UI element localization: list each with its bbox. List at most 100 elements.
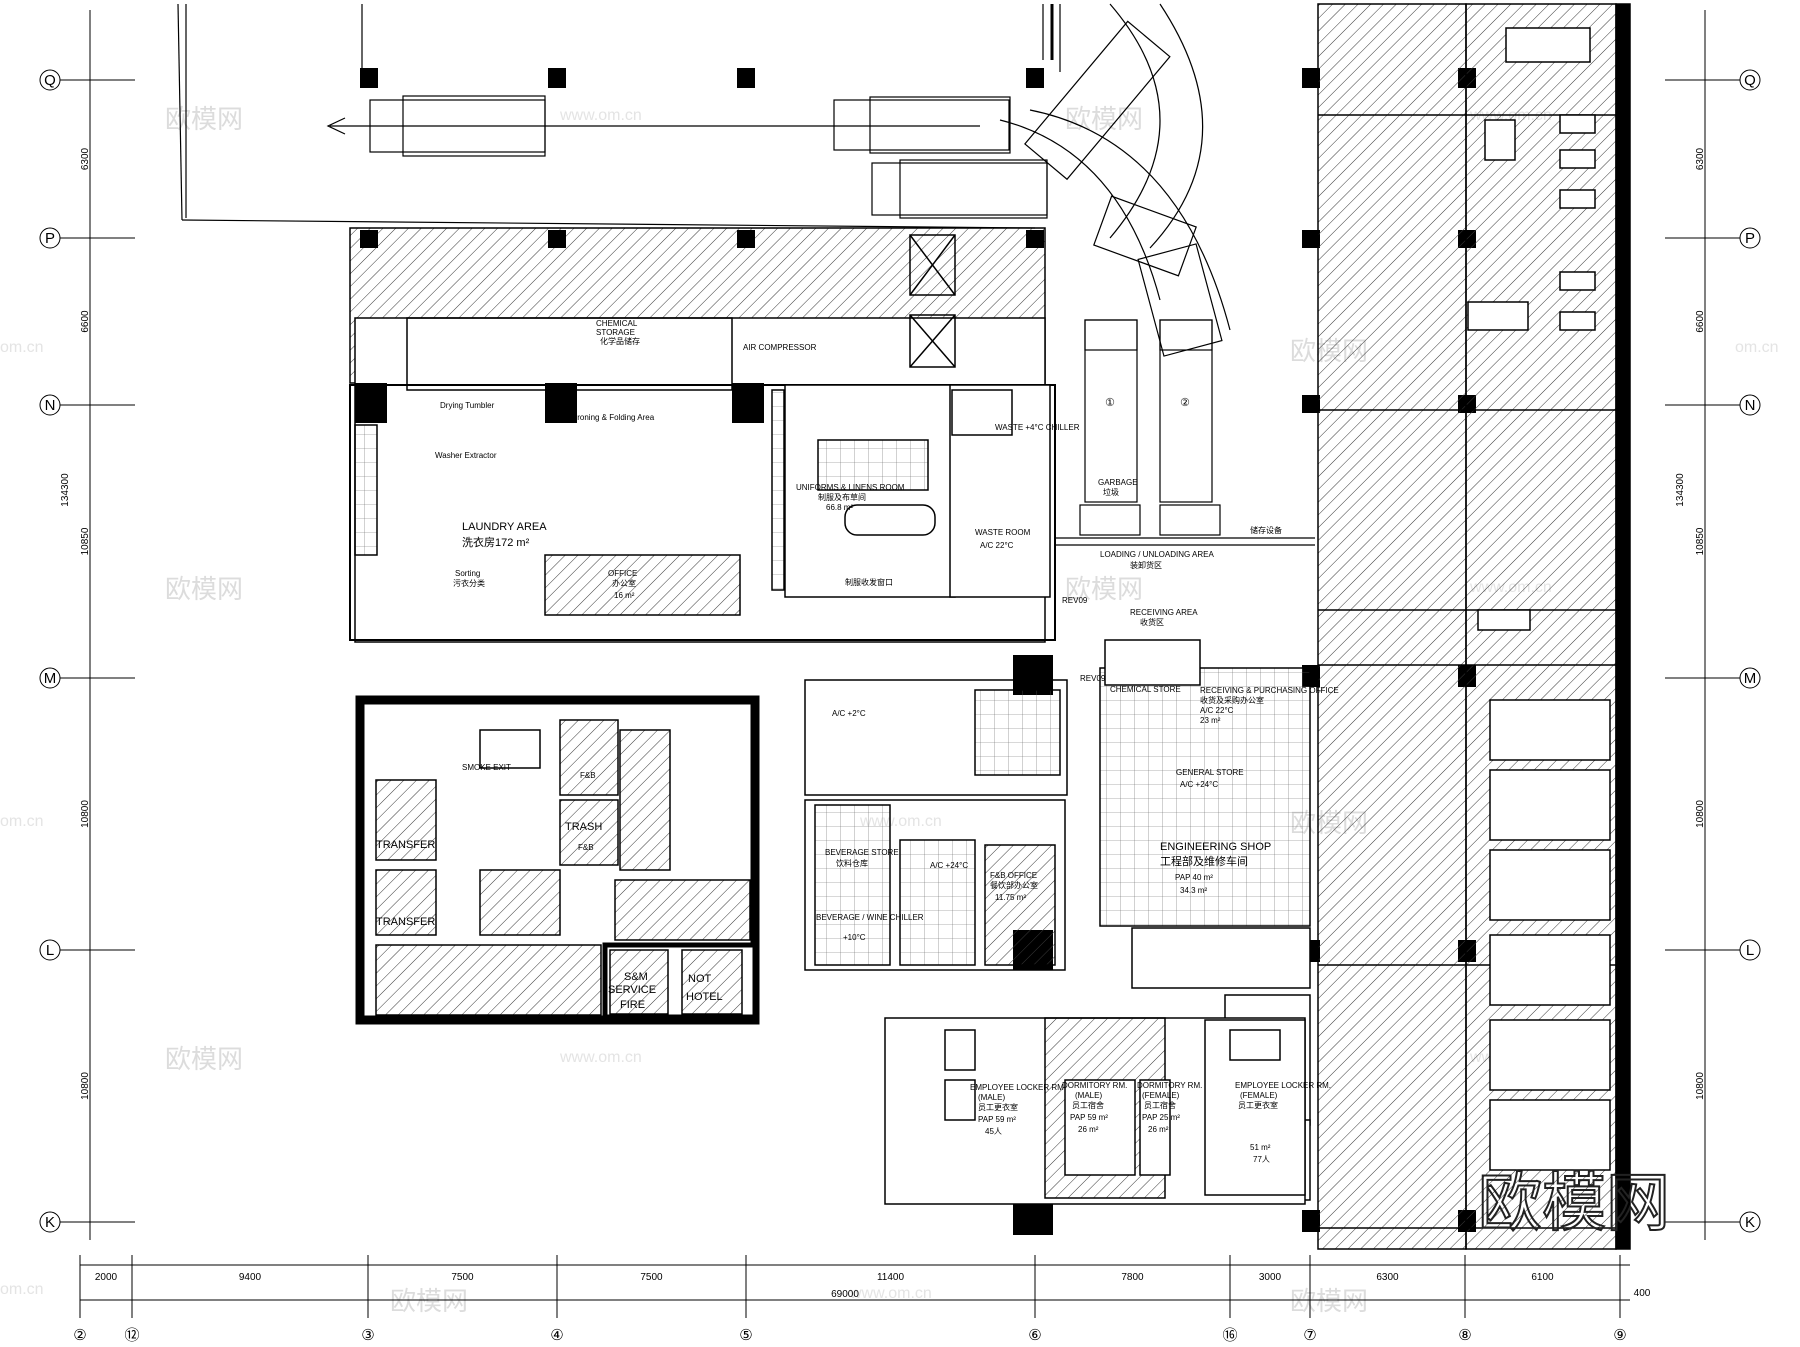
grid-row-label: M: [1744, 670, 1757, 687]
engineering-area-label: 34.3 m²: [1180, 886, 1207, 895]
back-of-house-north: [349, 227, 1056, 643]
grid-bubble: [39, 69, 61, 91]
dim-segment-label: 10800: [80, 1072, 91, 1100]
waste-chiller-label: WASTE +4°C CHILLER: [995, 423, 1080, 432]
office-label-cn: 办公室: [612, 578, 636, 588]
general-store-ac-label: A/C +24°C: [1180, 780, 1218, 789]
grid-bubble: [1739, 69, 1761, 91]
truck-2-label: ②: [1180, 397, 1190, 409]
grid-col-label: ⑦: [1303, 1327, 1316, 1344]
grid-bubble: [39, 227, 61, 249]
smoke-exit-label: SMOKE EXIT: [462, 763, 511, 772]
fb-lift-label: F&B: [578, 843, 594, 852]
grid-row-label: M: [44, 670, 57, 687]
uniform-area-label: 66.8 m²: [826, 503, 853, 512]
dim-extra-label: 400: [1634, 1288, 1651, 1299]
watermark-url: om.cn: [0, 339, 44, 356]
grid-row-label: K: [1745, 1214, 1755, 1231]
watermark-brand: 欧模网: [165, 1045, 243, 1075]
dim-segment-label: 6300: [80, 147, 91, 170]
locker-male-pap-label: PAP 59 m²: [978, 1115, 1016, 1124]
watermark-url: www.om.cn: [559, 107, 642, 124]
watermark-brand: 欧模网: [165, 575, 243, 605]
trash-lift-label: TRASH: [565, 821, 602, 833]
beverage-store-label-cn: 饮料仓库: [836, 858, 868, 868]
fire-lift-label: FIRE: [620, 999, 645, 1011]
fb-office-area-label: 11.75 m²: [995, 893, 1026, 902]
receiving-office-ac-label: A/C 22°C: [1200, 706, 1234, 715]
grid-bubble: [39, 1211, 61, 1233]
loading-area-label-cn: 装卸货区: [1130, 560, 1162, 570]
watermark-url: www.om.cn: [849, 1285, 932, 1302]
dim-segment-label: 7500: [451, 1272, 474, 1283]
dorm-male-sub-label: (MALE): [1075, 1091, 1102, 1100]
watermark-brand: 欧模网: [165, 105, 243, 135]
receiving-office-area-label: 23 m²: [1200, 716, 1221, 725]
grid-col-label: ④: [550, 1327, 563, 1344]
columns-row-q: [360, 68, 1476, 88]
fb-office-label-cn: 餐饮部办公室: [990, 880, 1038, 890]
drying-tumbler-label: Drying Tumbler: [440, 401, 495, 410]
receiving-area-label: RECEIVING AREA: [1130, 608, 1198, 617]
chemical-storage-label-cn: 化学品储存: [600, 336, 640, 346]
fb-lift-label: F&B: [580, 771, 596, 780]
receiving-area-label-cn: 收货区: [1140, 617, 1164, 627]
office-area-label: 16 m²: [614, 591, 635, 600]
dorm-male-label: DORMITORY RM.: [1062, 1081, 1127, 1090]
waste-ac-label: A/C 22°C: [980, 541, 1014, 550]
revo-label: REV09: [1062, 596, 1088, 605]
engineering-shop-label: ENGINEERING SHOP: [1160, 841, 1271, 853]
grid-col-label: ⑤: [739, 1327, 752, 1344]
grid-bubble: [39, 667, 61, 689]
grid-row-label: K: [45, 1214, 55, 1231]
garbage-label-cn: 垃圾: [1103, 487, 1119, 497]
sorting-label-cn: 污衣分类: [453, 578, 485, 588]
core-west: [355, 695, 760, 1025]
dry-store-ac-label: A/C +24°C: [930, 861, 968, 870]
dim-segment-label: 10800: [1695, 1072, 1706, 1100]
grid-row-label: L: [1746, 942, 1754, 959]
not-hotel-label: NOT: [688, 973, 712, 985]
dorm-male-area-label: 26 m²: [1078, 1125, 1099, 1134]
grid-row-label: P: [1745, 230, 1755, 247]
watermark-url: www.om.cn: [559, 1049, 642, 1066]
dim-segment-label: 6600: [1695, 310, 1706, 333]
staff-block-south: [884, 1017, 1306, 1205]
dorm-male-label-cn: 员工宿舍: [1072, 1100, 1104, 1110]
ironing-area-label: Ironing & Folding Area: [575, 413, 655, 422]
dorm-female-sub-label: (FEMALE): [1142, 1091, 1180, 1100]
dorm-female-label-cn: 员工宿舍: [1144, 1100, 1176, 1110]
truck-1-label: ①: [1105, 397, 1115, 409]
receiving-office-label: RECEIVING & PURCHASING OFFICE: [1200, 686, 1339, 695]
grid-bubble: [1739, 939, 1761, 961]
locker-female-label-cn: 员工更衣室: [1238, 1100, 1278, 1110]
dim-segment-label: 6300: [1376, 1272, 1399, 1283]
grid-row-label: P: [45, 230, 55, 247]
wine-temp-label: +10°C: [843, 933, 866, 942]
washer-extractor-label: Washer Extractor: [435, 451, 497, 460]
chemical-storage-label: STORAGE: [596, 328, 635, 337]
dim-segment-label: 6100: [1531, 1272, 1554, 1283]
grid-bubble: [1739, 1211, 1761, 1233]
locker-female-area-label: 51 m²: [1250, 1143, 1271, 1152]
waste-room-label: WASTE ROOM: [975, 528, 1031, 537]
grid-bubble: [1739, 227, 1761, 249]
storage-equipment-label: 储存设备: [1250, 525, 1282, 535]
transfer-lift-label: TRANSFER: [376, 839, 435, 851]
grid-row-label: Q: [44, 72, 56, 89]
grid-row-label: Q: [1744, 72, 1756, 89]
watermark-logo: 欧模网: [1478, 1167, 1670, 1241]
engineering-pap-label: PAP 40 m²: [1175, 873, 1213, 882]
grid-col-label: ⑨: [1613, 1327, 1626, 1344]
grid-row-label: N: [1745, 397, 1756, 414]
grid-bubble: [1739, 667, 1761, 689]
watermark-url: om.cn: [1735, 339, 1779, 356]
garbage-bays: [1055, 319, 1315, 546]
laundry-area-label: LAUNDRY AREA: [462, 521, 547, 533]
office-label: OFFICE: [608, 569, 637, 578]
receiving-office-label-cn: 收货及采购办公室: [1200, 695, 1264, 705]
chemical-storage-label: CHEMICAL: [596, 319, 638, 328]
grid-row-label: N: [45, 397, 56, 414]
dim-total-label: 134300: [1675, 473, 1686, 507]
